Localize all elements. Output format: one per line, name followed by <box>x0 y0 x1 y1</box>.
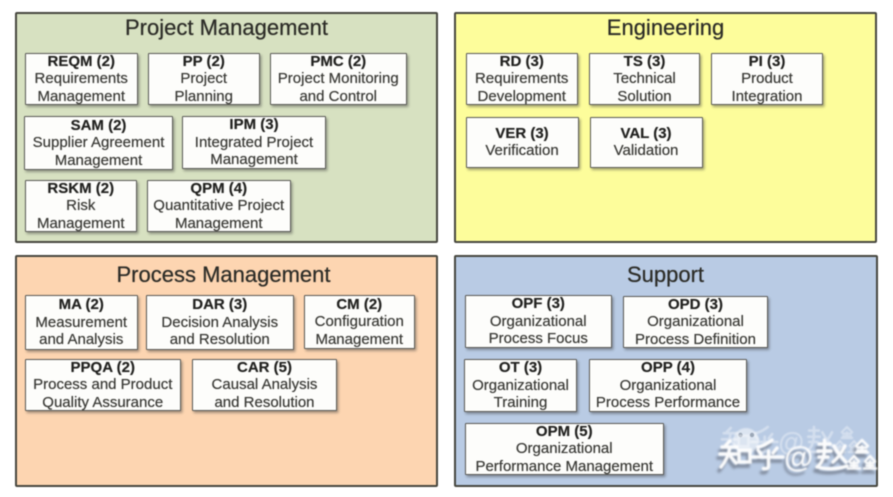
svg-text:@: @ <box>782 445 811 478</box>
svg-text:@: @ <box>778 427 804 457</box>
svg-text:@: @ <box>784 441 813 474</box>
